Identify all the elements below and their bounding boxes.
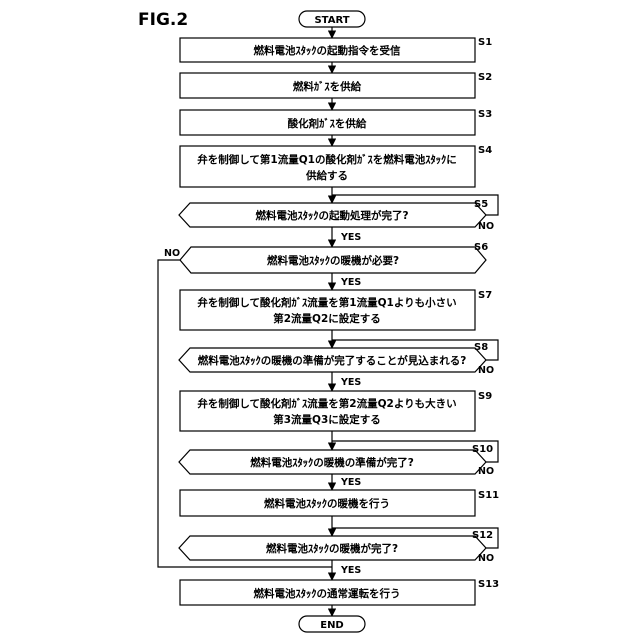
step-label-s1: S1 — [478, 37, 492, 48]
step-label-s2: S2 — [478, 72, 492, 83]
step-label-s8: S8 — [474, 342, 488, 353]
yes-label-s12: YES — [340, 565, 361, 576]
step-text-s5: 燃料電池ｽﾀｯｸの起動処理が完了? — [255, 209, 408, 222]
step-text-s10: 燃料電池ｽﾀｯｸの暖機の準備が完了? — [250, 456, 414, 469]
no-label-s8: NO — [478, 365, 494, 376]
no-label-s6: NO — [164, 248, 180, 259]
step-label-s5: S5 — [474, 199, 488, 210]
step-label-s4: S4 — [478, 145, 492, 156]
step-text-s13: 燃料電池ｽﾀｯｸの通常運転を行う — [254, 587, 401, 600]
step-label-s6: S6 — [474, 242, 488, 253]
step-text-s4-line1: 弁を制御して第1流量Q1の酸化剤ｶﾞｽを燃料電池ｽﾀｯｸに — [197, 153, 456, 166]
end-label: END — [320, 620, 344, 631]
step-label-s7: S7 — [478, 290, 492, 301]
step-text-s1: 燃料電池ｽﾀｯｸの起動指令を受信 — [254, 44, 401, 57]
step-text-s3: 酸化剤ｶﾞｽを供給 — [288, 117, 367, 130]
step-label-s9: S9 — [478, 391, 492, 402]
step-text-s9-line2: 第3流量Q3に設定する — [273, 413, 381, 426]
step-text-s2: 燃料ｶﾞｽを供給 — [293, 80, 362, 93]
no-label-s12: NO — [478, 553, 494, 564]
yes-label-s6: YES — [340, 277, 361, 288]
step-label-s11: S11 — [478, 490, 499, 501]
no-label-s10: NO — [478, 466, 494, 477]
start-terminal: START — [299, 11, 365, 27]
start-label: START — [314, 15, 349, 26]
step-text-s6: 燃料電池ｽﾀｯｸの暖機が必要? — [267, 254, 399, 267]
no-label-s5: NO — [478, 221, 494, 232]
step-text-s8: 燃料電池ｽﾀｯｸの暖機の準備が完了することが見込まれる? — [198, 354, 467, 367]
step-label-s13: S13 — [478, 579, 499, 590]
step-text-s11: 燃料電池ｽﾀｯｸの暖機を行う — [264, 497, 390, 510]
step-label-s3: S3 — [478, 109, 492, 120]
step-text-s9-line1: 弁を制御して酸化剤ｶﾞｽ流量を第2流量Q2よりも大きい — [197, 397, 456, 410]
step-text-s4-line2: 供給する — [305, 169, 348, 182]
yes-label-s5: YES — [340, 232, 361, 243]
step-labels: S1 S2 S3 S4 S5 S6 S7 S8 S9 S10 S11 S12 S… — [472, 37, 499, 590]
yes-label-s8: YES — [340, 377, 361, 388]
figure-label: FIG.2 — [138, 10, 188, 30]
yes-label-s10: YES — [340, 477, 361, 488]
step-label-s12: S12 — [472, 530, 493, 541]
step-text-s7-line2: 第2流量Q2に設定する — [273, 312, 381, 325]
step-text-s12: 燃料電池ｽﾀｯｸの暖機が完了? — [266, 542, 398, 555]
step-label-s10: S10 — [472, 444, 493, 455]
step-text-s7-line1: 弁を制御して酸化剤ｶﾞｽ流量を第1流量Q1よりも小さい — [197, 296, 456, 309]
end-terminal: END — [299, 616, 365, 632]
